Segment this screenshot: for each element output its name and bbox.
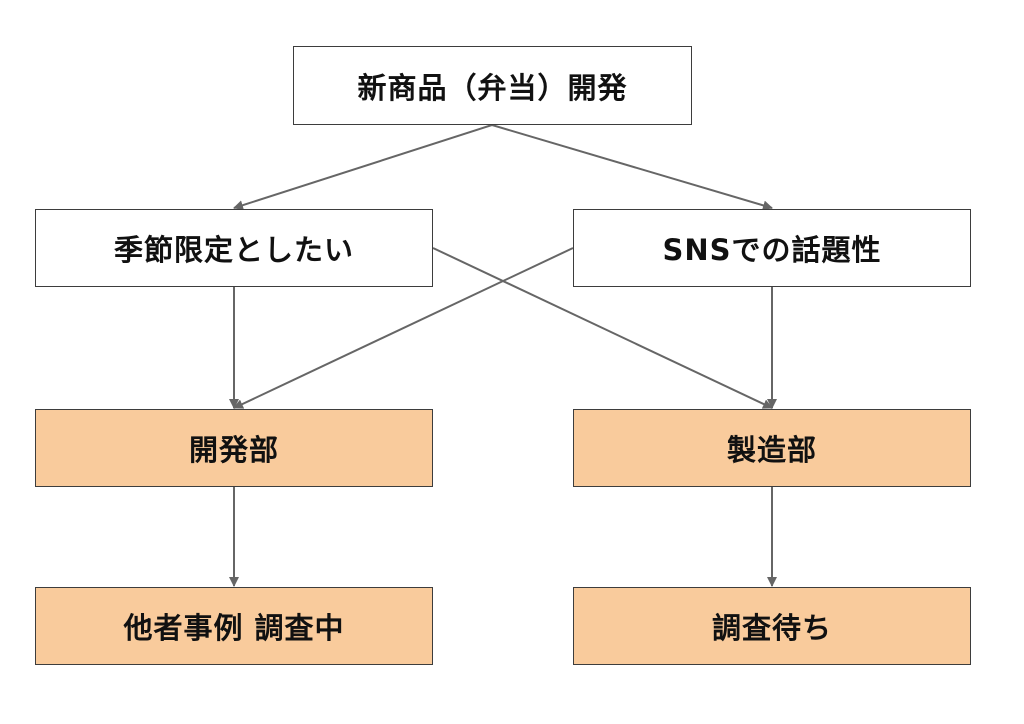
- arrow-root-to-sns: [491, 124, 773, 211]
- arrow-sns-to-dev: [233, 247, 574, 409]
- status-node-manufacturing-label: 調査待ち: [711, 611, 832, 645]
- criterion-node-seasonal: 季節限定としたい: [35, 209, 433, 287]
- criterion-node-sns-label: SNSでの話題性: [662, 233, 882, 267]
- root-node-label: 新商品（弁当）開発: [357, 70, 628, 105]
- department-node-manufacturing: 製造部: [573, 409, 971, 487]
- arrow-root-to-seasonal: [233, 124, 493, 211]
- department-node-manufacturing-label: 製造部: [726, 433, 817, 467]
- status-node-development: 他者事例 調査中: [35, 587, 433, 665]
- criterion-node-sns: SNSでの話題性: [573, 209, 971, 287]
- criterion-node-seasonal-label: 季節限定としたい: [113, 233, 354, 267]
- root-node: 新商品（弁当）開発: [293, 46, 692, 125]
- status-node-development-label: 他者事例 調査中: [123, 611, 345, 645]
- arrow-seasonal-to-mfg: [432, 247, 773, 409]
- department-node-development: 開発部: [35, 409, 433, 487]
- status-node-manufacturing: 調査待ち: [573, 587, 971, 665]
- department-node-development-label: 開発部: [188, 433, 279, 467]
